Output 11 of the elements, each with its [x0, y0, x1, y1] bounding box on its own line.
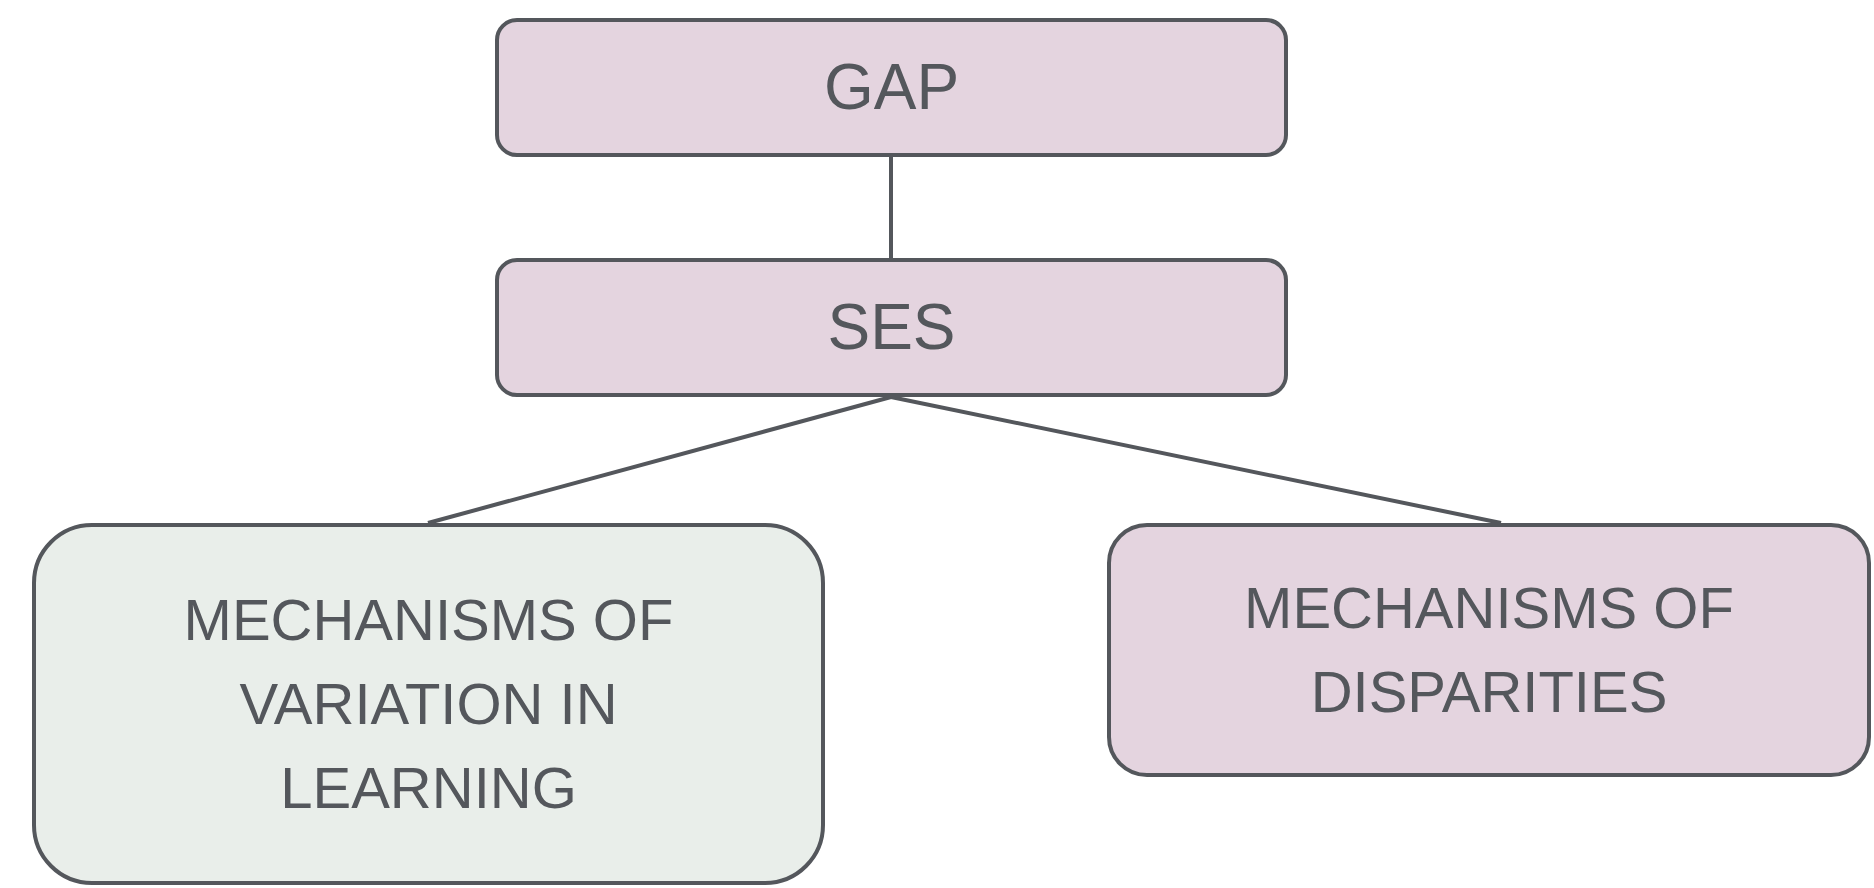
box-label: MECHANISMS OF DISPARITIES — [1243, 573, 1735, 726]
box-label: GAP — [823, 50, 960, 126]
rounded-box — [1107, 523, 1871, 777]
rounded-box — [32, 523, 825, 885]
box-label: MECHANISMS OF VARIATION IN LEARNING — [182, 585, 675, 823]
connector-line — [890, 395, 1502, 525]
rounded-box — [495, 258, 1288, 397]
connector-line — [427, 395, 892, 525]
rounded-box — [495, 18, 1288, 157]
connector-line — [889, 157, 893, 258]
box-label: SES — [827, 290, 956, 366]
